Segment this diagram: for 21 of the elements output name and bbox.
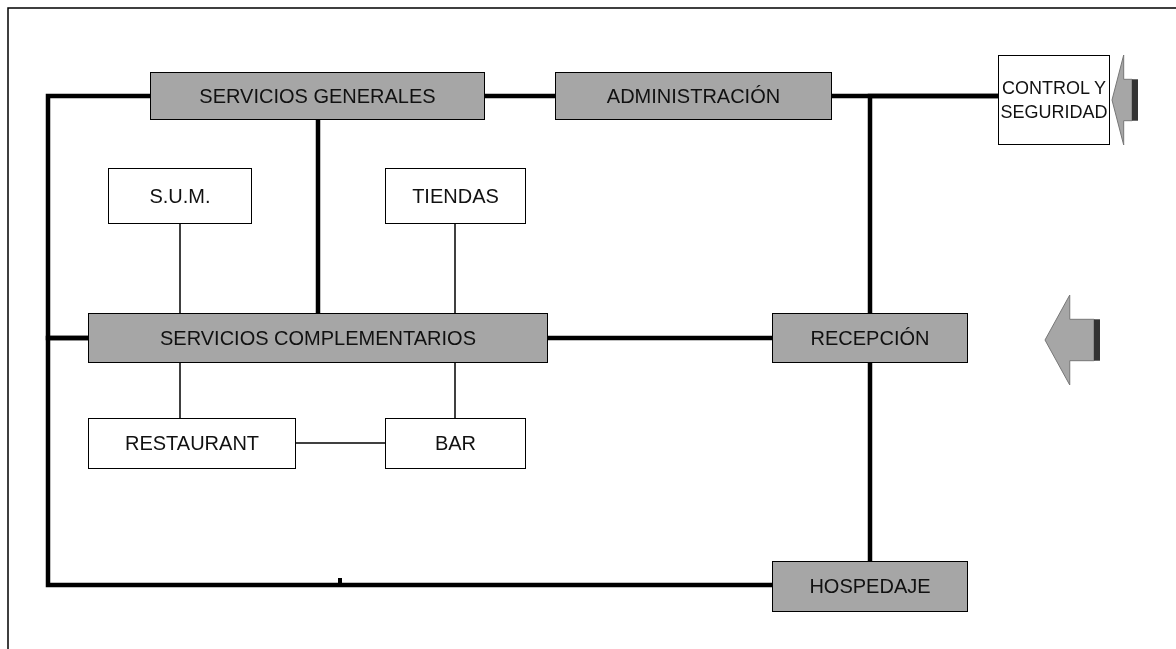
connector-line [485, 93, 555, 99]
sub-area-box: CONTROL Y SEGURIDAD [998, 55, 1110, 145]
connector-line [454, 362, 456, 419]
connector-line [548, 335, 772, 341]
connector-line [867, 93, 998, 313]
connector-line [295, 442, 386, 444]
sub-area-box: TIENDAS [385, 168, 526, 224]
connector-line [315, 120, 321, 313]
area-box: ADMINISTRACIÓN [555, 72, 832, 120]
connector-line [454, 223, 456, 314]
area-box: SERVICIOS COMPLEMENTARIOS [88, 313, 548, 363]
sub-area-box: S.U.M. [108, 168, 252, 224]
area-box: SERVICIOS GENERALES [150, 72, 485, 120]
sub-area-box: RESTAURANT [88, 418, 296, 469]
area-box: HOSPEDAJE [772, 561, 968, 612]
connector-line [45, 335, 772, 588]
connector-line [179, 362, 181, 419]
connector-line [867, 363, 873, 561]
area-box: RECEPCIÓN [772, 313, 968, 363]
sub-area-box: BAR [385, 418, 526, 469]
connector-line [179, 223, 181, 314]
